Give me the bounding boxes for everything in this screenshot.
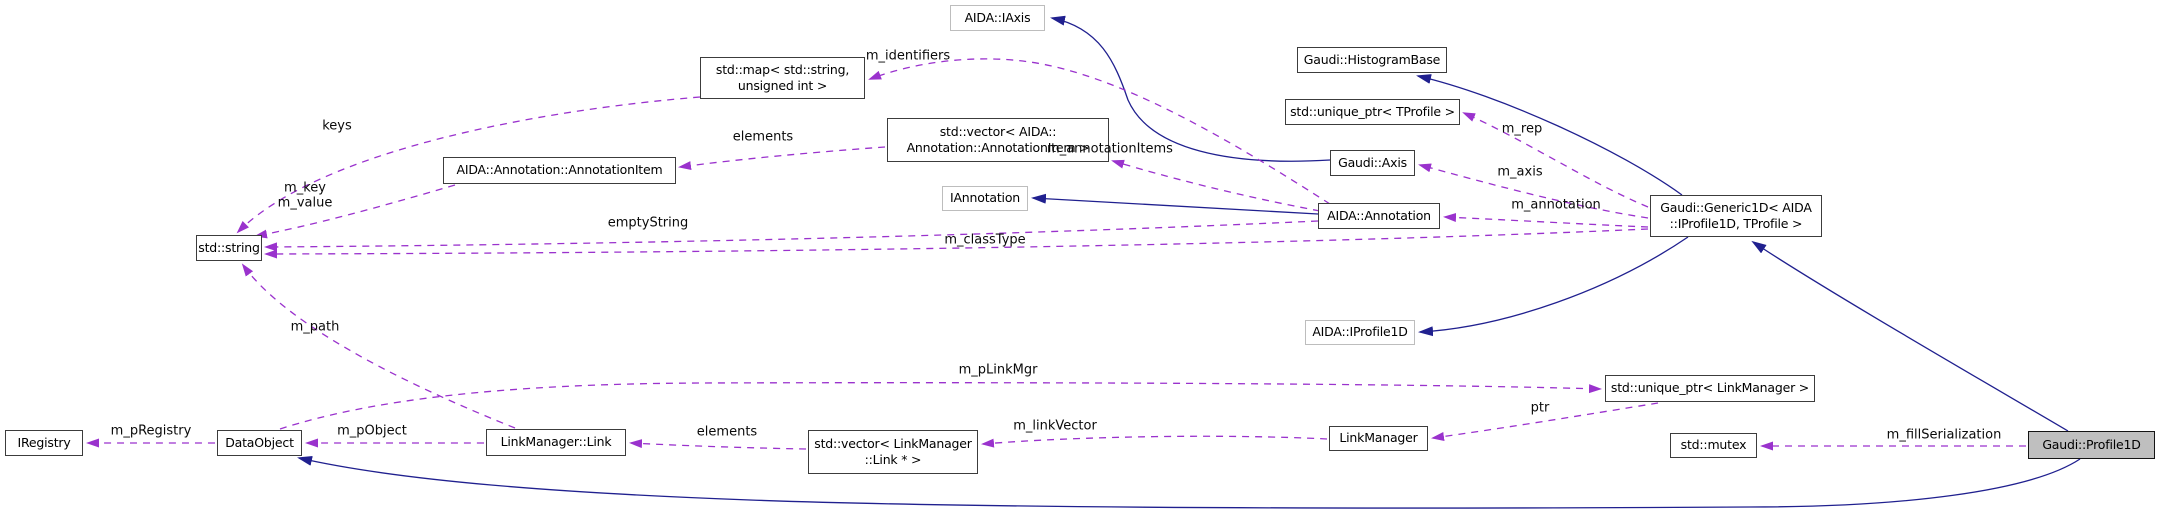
edge-emptystring [264,220,1319,252]
edge-m-linkvector [981,435,1328,448]
edge-generic1d-inherits-histogrambase [1416,74,1683,196]
class-node-gaudi-axis[interactable]: Gaudi::Axis [1330,150,1415,176]
edge-m-plinkmgr [279,382,1602,430]
class-node-aida-annotation[interactable]: AIDA::Annotation [1318,203,1440,229]
class-node-annotationitem[interactable]: AIDA::Annotation::AnnotationItem [443,157,676,184]
edge-profile1d-inherits-dataobject [297,456,2081,509]
class-node-iannotation[interactable]: IAnnotation [942,186,1028,211]
class-node-vector-annotationitem[interactable]: std::vector< AIDA:: Annotation::Annotati… [887,118,1109,162]
edge-m-annotation [1443,213,1649,228]
edge-m-axis [1418,163,1649,219]
class-node-linkmanager-link[interactable]: LinkManager::Link [486,429,626,456]
class-node-gaudi-histogrambase[interactable]: Gaudi::HistogramBase [1297,47,1447,73]
edge-elements-bottom [629,439,807,450]
class-node-linkmanager[interactable]: LinkManager [1329,426,1428,451]
class-node-aida-iaxis[interactable]: AIDA::IAxis [950,5,1045,31]
class-node-unique-ptr-linkmanager[interactable]: std::unique_ptr< LinkManager > [1605,375,1815,402]
edge-profile1d-inherits-generic1d [1751,240,2069,432]
edge-annotation-inherits-iannotation [1031,193,1319,215]
class-node-dataobject[interactable]: DataObject [217,430,302,456]
class-node-iregistry[interactable]: IRegistry [5,430,83,456]
edge-generic1d-inherits-iprofile1d [1418,236,1689,337]
class-node-unique-ptr-tprofile[interactable]: std::unique_ptr< TProfile > [1285,99,1460,125]
edge-ptr [1431,402,1659,441]
edge-elements-top [678,146,886,171]
edge-layer [86,15,2081,509]
class-node-std-map-string-uint[interactable]: std::map< std::string, unsigned int > [700,57,865,99]
class-node-gaudi-generic1d[interactable]: Gaudi::Generic1D< AIDA ::IProfile1D, TPr… [1650,195,1822,237]
class-node-gaudi-profile1d[interactable]: Gaudi::Profile1D [2028,431,2155,459]
edge-m-key-m-value [254,184,456,239]
edge-m-rep [1462,112,1649,208]
edge-m-identifiers [868,58,1331,205]
class-node-std-mutex[interactable]: std::mutex [1670,433,1757,458]
class-node-std-string[interactable]: std::string [196,235,262,261]
edge-axis-inherits-iaxis [1050,15,1331,162]
edge-m-classtype [264,228,1649,259]
edge-keys [236,96,701,234]
class-node-vector-link-ptr[interactable]: std::vector< LinkManager ::Link * > [808,430,978,474]
class-node-aida-iprofile1d[interactable]: AIDA::IProfile1D [1305,320,1415,345]
edge-m-path [241,263,516,429]
edge-m-annotationitems [1111,159,1321,212]
